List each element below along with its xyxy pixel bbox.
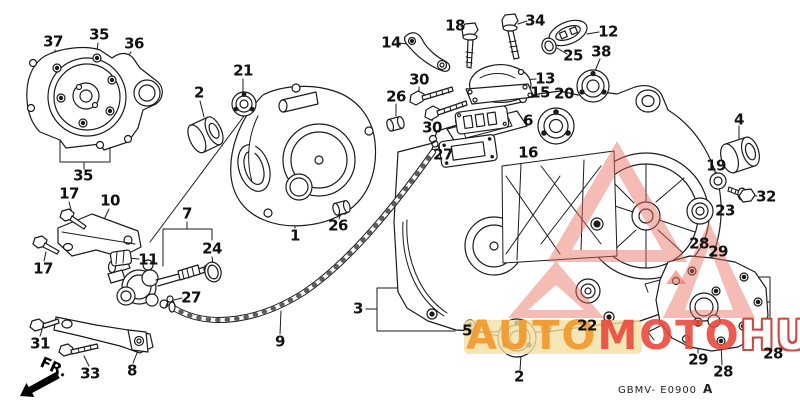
part-callout-18[interactable]: 18 bbox=[445, 16, 465, 35]
part-callout-23[interactable]: 23 bbox=[715, 201, 735, 220]
bolt-17-lower bbox=[33, 236, 59, 254]
part-callout-36[interactable]: 36 bbox=[124, 34, 144, 53]
bolt-30-upper bbox=[410, 87, 453, 105]
part-callout-29[interactable]: 29 bbox=[708, 242, 728, 261]
part-callout-38[interactable]: 38 bbox=[591, 42, 611, 61]
part-callout-24[interactable]: 24 bbox=[202, 239, 222, 258]
part-callout-9[interactable]: 9 bbox=[275, 332, 285, 351]
part-callout-19[interactable]: 19 bbox=[706, 156, 726, 175]
part-callout-29[interactable]: 29 bbox=[688, 350, 708, 369]
part-callout-11[interactable]: 11 bbox=[138, 250, 158, 269]
part-callout-34[interactable]: 34 bbox=[525, 11, 545, 30]
part-callout-16[interactable]: 16 bbox=[518, 143, 538, 162]
part-callout-27[interactable]: 27 bbox=[181, 288, 201, 307]
part-callout-26[interactable]: 26 bbox=[328, 216, 348, 235]
right-side-cover bbox=[645, 256, 768, 351]
part-callout-25[interactable]: 25 bbox=[563, 46, 583, 65]
part-callout-8[interactable]: 8 bbox=[127, 361, 137, 380]
bolt-34 bbox=[502, 14, 519, 59]
part-callout-37[interactable]: 37 bbox=[43, 32, 63, 51]
gasket-outline bbox=[403, 220, 447, 316]
part-callout-28[interactable]: 28 bbox=[689, 234, 709, 253]
reed-gasket bbox=[439, 134, 498, 168]
part-callout-6[interactable]: 6 bbox=[523, 111, 533, 130]
fr-arrow-icon bbox=[20, 371, 60, 397]
washer-19 bbox=[710, 173, 726, 189]
bolt-30-lower bbox=[425, 101, 467, 120]
part-callout-10[interactable]: 10 bbox=[100, 191, 120, 210]
roller-4 bbox=[717, 135, 762, 175]
bearing-38 bbox=[577, 70, 609, 102]
oil-seal-22 bbox=[576, 279, 600, 303]
part-callout-28[interactable]: 28 bbox=[763, 344, 783, 363]
bearing-20 bbox=[538, 108, 574, 144]
part-callout-31[interactable]: 31 bbox=[30, 334, 50, 353]
bearing-2-bottom bbox=[498, 319, 536, 357]
part-callout-30[interactable]: 30 bbox=[422, 118, 442, 137]
part-callout-32[interactable]: 32 bbox=[756, 187, 776, 206]
part-callout-22[interactable]: 22 bbox=[577, 316, 597, 335]
oil-pump-assembly bbox=[108, 257, 210, 308]
bolt-17-upper bbox=[60, 209, 86, 229]
part-callout-2[interactable]: 2 bbox=[194, 83, 204, 102]
bolt-32 bbox=[728, 187, 755, 202]
part-callout-12[interactable]: 12 bbox=[598, 22, 618, 41]
o-ring-25 bbox=[540, 36, 559, 56]
part-callout-28[interactable]: 28 bbox=[713, 362, 733, 381]
part-callout-15[interactable]: 15 bbox=[530, 83, 550, 102]
plate-code-suffix: A bbox=[703, 382, 714, 396]
part-callout-7[interactable]: 7 bbox=[182, 204, 192, 223]
part-callout-4[interactable]: 4 bbox=[734, 110, 744, 129]
bolt-33 bbox=[59, 344, 98, 356]
water-pump-cover bbox=[27, 48, 162, 150]
pump-bracket bbox=[58, 214, 141, 266]
part-callout-27[interactable]: 27 bbox=[433, 145, 453, 164]
bolt-31 bbox=[30, 319, 59, 331]
manifold-gasket bbox=[466, 84, 534, 104]
part-callout-26[interactable]: 26 bbox=[386, 87, 406, 106]
part-callout-5[interactable]: 5 bbox=[462, 321, 472, 340]
part-callout-14[interactable]: 14 bbox=[381, 33, 401, 52]
part-callout-2[interactable]: 2 bbox=[514, 367, 524, 386]
part-callout-17[interactable]: 17 bbox=[33, 259, 53, 278]
plate-code-text: GBMV- E0900 bbox=[618, 385, 698, 396]
part-callout-21[interactable]: 21 bbox=[233, 61, 253, 80]
collar-26-bottom bbox=[332, 200, 352, 216]
bearing-21 bbox=[232, 92, 256, 116]
o-ring-24 bbox=[203, 260, 224, 283]
part-callout-13[interactable]: 13 bbox=[535, 69, 555, 88]
stay-bracket bbox=[54, 317, 153, 353]
plate-code: GBMV- E0900 A bbox=[618, 382, 713, 396]
oil-seal-23 bbox=[687, 198, 713, 224]
crankcase-left-half bbox=[231, 84, 376, 226]
part-callout-1[interactable]: 1 bbox=[290, 226, 300, 245]
watermark-triangles bbox=[508, 141, 755, 318]
part-callout-35[interactable]: 35 bbox=[89, 25, 109, 44]
part-callout-3[interactable]: 3 bbox=[353, 299, 363, 318]
part-callout-30[interactable]: 30 bbox=[409, 70, 429, 89]
reed-valve bbox=[455, 105, 510, 134]
part-callout-33[interactable]: 33 bbox=[80, 364, 100, 383]
lever-arm bbox=[405, 33, 450, 72]
cover-plate bbox=[545, 15, 590, 50]
part-callout-35[interactable]: 35 bbox=[73, 166, 93, 185]
oil-hose bbox=[169, 152, 433, 320]
roller-2-top bbox=[184, 114, 227, 155]
bolt-18 bbox=[462, 23, 478, 68]
part-callout-20[interactable]: 20 bbox=[554, 84, 574, 103]
collar-26-top bbox=[386, 116, 406, 132]
part-callout-17[interactable]: 17 bbox=[59, 184, 79, 203]
